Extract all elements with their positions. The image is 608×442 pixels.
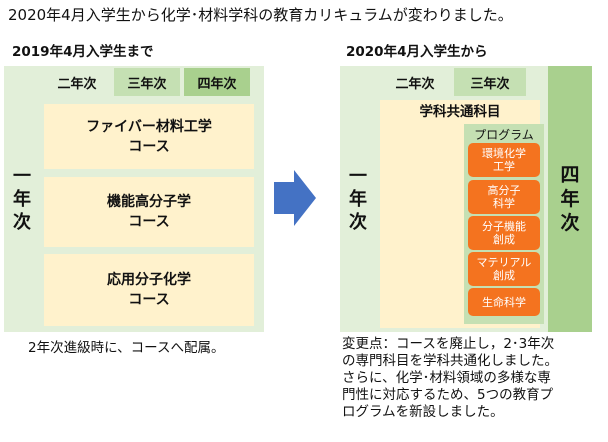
program-polymer-science: 高分子 科学 <box>468 180 540 214</box>
new-curriculum-heading: 2020年4月入学生から <box>346 44 488 60</box>
program-molecular-function: 分子機能 創成 <box>468 216 540 250</box>
program-environmental-chemistry: 環境化学 工学 <box>468 143 540 177</box>
old-curriculum-heading: 2019年4月入学生まで <box>12 44 154 60</box>
page-title: 2020年4月入学生から化学･材料学科の教育カリキュラムが変わりました。 <box>8 6 513 24</box>
old-curriculum-note: 2年次進級時に、コースへ配属。 <box>28 340 225 356</box>
course-functional-polymer: 機能高分子学 コース <box>44 177 254 247</box>
new-header-year3: 三年次 <box>454 68 526 96</box>
old-year1-column <box>4 66 40 332</box>
program-material-creation: マテリアル 創成 <box>468 252 540 286</box>
new-year4-label: 四 年 次 <box>560 164 580 234</box>
new-year1-column <box>340 66 376 332</box>
program-life-science: 生命科学 <box>468 288 540 316</box>
new-year1-label: 一 年 次 <box>349 165 367 233</box>
old-header-year2: 二年次 <box>44 68 110 96</box>
new-year4-column <box>548 66 592 332</box>
common-subjects-label: 学科共通科目 <box>419 104 501 120</box>
old-header-year3: 三年次 <box>114 68 180 96</box>
new-curriculum-note: 変更点：コースを廃止し，2･3年次 の専門科目を学科共通化しました。 さらに、化… <box>342 336 558 420</box>
course-fiber-materials: ファイバー材料工学 コース <box>44 104 254 169</box>
course-applied-molecular-chemistry: 応用分子化学 コース <box>44 254 254 326</box>
right-arrow-icon <box>274 170 316 226</box>
old-header-year4: 四年次 <box>184 68 250 96</box>
old-year1-label: 一 年 次 <box>13 165 31 233</box>
new-header-year2: 二年次 <box>380 68 450 96</box>
program-label: プログラム <box>474 128 534 142</box>
